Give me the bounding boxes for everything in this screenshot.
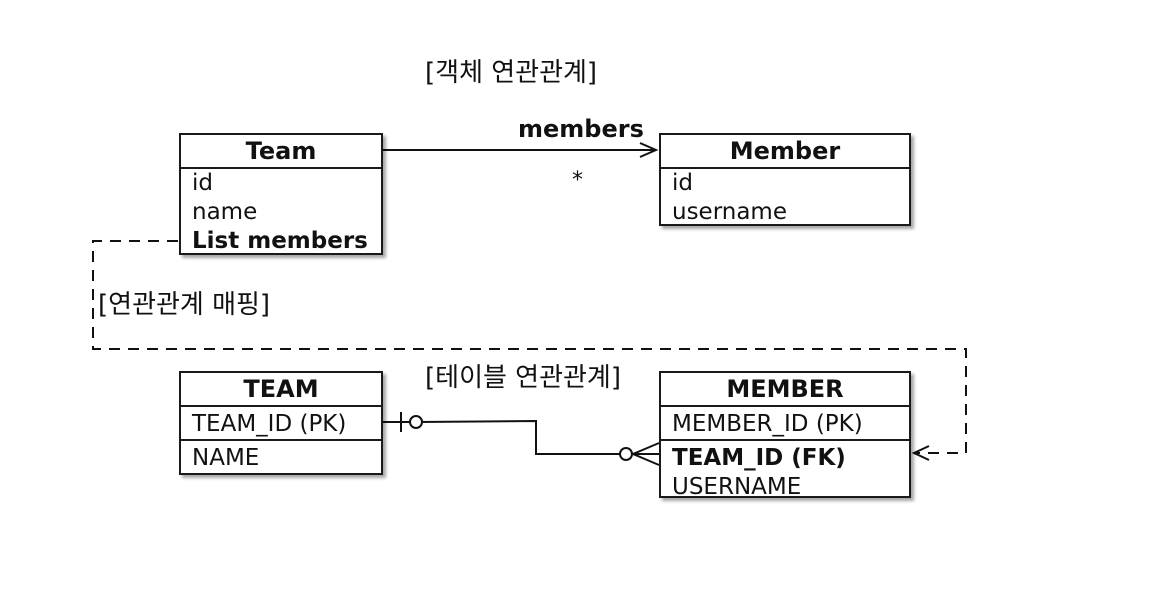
team-table-column-name: NAME (181, 439, 381, 473)
mapping-title: [연관관계 매핑] (98, 290, 271, 320)
member-entity-name: Member (661, 135, 909, 169)
team-table-pk: TEAM_ID (PK) (192, 411, 347, 437)
erd-zero-circle-team (409, 415, 423, 429)
team-field-id: id (192, 170, 213, 196)
team-entity-name: Team (181, 135, 381, 169)
team-table-name: TEAM (181, 373, 381, 407)
member-entity: Member id username (659, 133, 911, 226)
erd-relationship-line (382, 419, 620, 455)
table-relation-title: [테이블 연관관계] (425, 363, 621, 393)
mapping-arrowhead (911, 445, 930, 461)
member-table-column-username: USERNAME (672, 474, 802, 500)
member-field-username: username (672, 199, 787, 225)
erd-zero-circle-member (619, 447, 633, 461)
member-table-name: MEMBER (661, 373, 909, 407)
member-table-pk: MEMBER_ID (PK) (672, 411, 863, 437)
member-table-column-team-id: TEAM_ID (FK) (661, 439, 909, 473)
mapping-dashed-line (92, 240, 967, 454)
team-field-name: name (192, 199, 258, 225)
team-entity: Team id name List members (179, 133, 383, 255)
association-multiplicity: * (572, 168, 583, 193)
object-relation-title: [객체 연관관계] (425, 58, 598, 88)
association-arrowhead (639, 142, 659, 158)
member-field-id: id (672, 170, 693, 196)
member-table: MEMBER MEMBER_ID (PK) TEAM_ID (FK) USERN… (659, 371, 911, 500)
association-role-label: members (518, 115, 644, 143)
team-field-members: List members (192, 228, 368, 254)
team-table: TEAM TEAM_ID (PK) NAME (179, 371, 383, 475)
